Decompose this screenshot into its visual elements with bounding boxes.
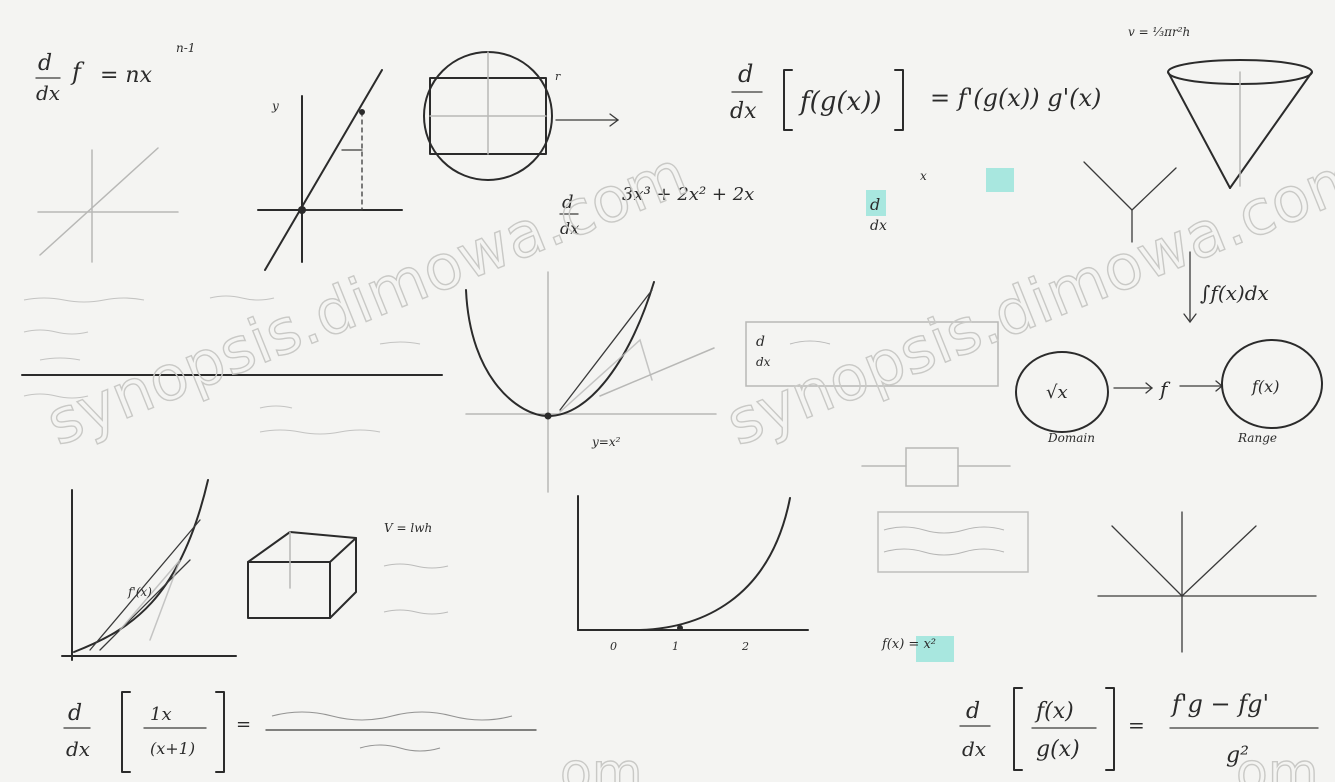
bottom-left-formula: d dx 1x (x+1) = — [63, 691, 537, 773]
rectangular-prism: V = lwh — [247, 521, 449, 619]
svg-text:2: 2 — [741, 640, 749, 653]
quotient-rule-formula: d dx f(x) g(x) = f'g − fg' g² — [959, 687, 1319, 771]
svg-text:= f'(g(x)) g'(x): = f'(g(x)) g'(x) — [930, 84, 1101, 112]
svg-text:(x+1): (x+1) — [150, 739, 195, 758]
svg-text:d: d — [870, 195, 880, 214]
svg-text:f(g(x)): f(g(x)) — [798, 87, 882, 117]
watermark: synopsis.dimowa.com synopsis.dimowa.com … — [36, 136, 1335, 782]
chain-rule-formula: d dx f(g(x)) = f'(g(x)) g'(x) — [730, 60, 1101, 131]
svg-text:f'g − fg': f'g − fg' — [1170, 690, 1269, 718]
svg-text:r: r — [555, 70, 561, 83]
svg-text:d: d — [738, 60, 753, 88]
svg-text:f(x): f(x) — [1034, 699, 1074, 724]
cone-drawing: v = ⅓πr²h — [1128, 25, 1313, 189]
faint-notes — [21, 295, 443, 435]
svg-text:f'(x): f'(x) — [127, 585, 152, 599]
integral-expression: ∫f(x)dx — [1183, 251, 1269, 324]
y-shape-graph — [1083, 161, 1177, 243]
svg-text:v = ⅓πr²h: v = ⅓πr²h — [1128, 25, 1190, 39]
svg-text:dx: dx — [560, 219, 579, 238]
svg-text:Domain: Domain — [1047, 431, 1095, 445]
svg-text:∫f(x)dx: ∫f(x)dx — [1200, 281, 1269, 305]
svg-text:0: 0 — [610, 640, 617, 653]
linear-function-graph: y — [257, 69, 403, 271]
svg-text:om: om — [560, 743, 642, 782]
increasing-curve-graph: f'(x) — [61, 479, 237, 661]
svg-text:f: f — [70, 58, 85, 86]
boxed-note: d dx — [745, 321, 999, 387]
svg-text:dx: dx — [66, 737, 90, 761]
svg-text:3x³ + 2x² + 2x: 3x³ + 2x² + 2x — [622, 184, 754, 205]
faint-line-graph — [37, 147, 179, 263]
svg-text:√x: √x — [1046, 382, 1068, 403]
svg-text:= nx: = nx — [100, 63, 153, 88]
svg-text:g(x): g(x) — [1036, 737, 1080, 762]
svg-text:dx: dx — [962, 737, 986, 761]
svg-text:om: om — [1236, 743, 1318, 782]
svg-text:f: f — [1158, 377, 1171, 401]
svg-text:y=x²: y=x² — [591, 435, 621, 449]
svg-text:dx: dx — [756, 355, 771, 369]
svg-text:1x: 1x — [150, 704, 172, 725]
svg-text:V = lwh: V = lwh — [384, 521, 432, 535]
svg-text:y: y — [271, 99, 279, 113]
svg-text:d: d — [756, 334, 765, 350]
exponential-curve-graph: 0 1 2 — [577, 495, 809, 653]
power-rule-formula: d dx f = nx n-1 — [35, 41, 195, 105]
polynomial-derivative: d dx 3x³ + 2x² + 2x d dx x — [559, 168, 1014, 238]
svg-text:n-1: n-1 — [176, 41, 195, 55]
svg-text:f(x) = x²: f(x) = x² — [881, 637, 936, 652]
domain-range-diagram: √x f f(x) Domain Range — [1015, 339, 1323, 445]
svg-text:dx: dx — [36, 81, 60, 105]
circle-inscribed-square: r — [423, 51, 620, 181]
svg-text:x: x — [920, 169, 927, 183]
function-machine-diagram: f(x) = x² — [861, 447, 1029, 662]
svg-text:d: d — [68, 701, 82, 726]
svg-text:g²: g² — [1226, 743, 1249, 768]
svg-text:=: = — [1128, 713, 1145, 737]
svg-text:d: d — [562, 192, 574, 213]
svg-text:dx: dx — [730, 99, 757, 124]
svg-text:dx: dx — [870, 218, 887, 234]
parabola-tangent-graph: y=x² — [465, 271, 717, 493]
svg-text:f(x): f(x) — [1251, 377, 1279, 396]
svg-text:=: = — [236, 714, 251, 735]
svg-text:Range: Range — [1237, 431, 1277, 445]
svg-text:d: d — [38, 51, 52, 76]
absolute-value-graph — [1097, 511, 1317, 653]
svg-text:d: d — [966, 699, 980, 724]
svg-text:1: 1 — [672, 640, 679, 653]
